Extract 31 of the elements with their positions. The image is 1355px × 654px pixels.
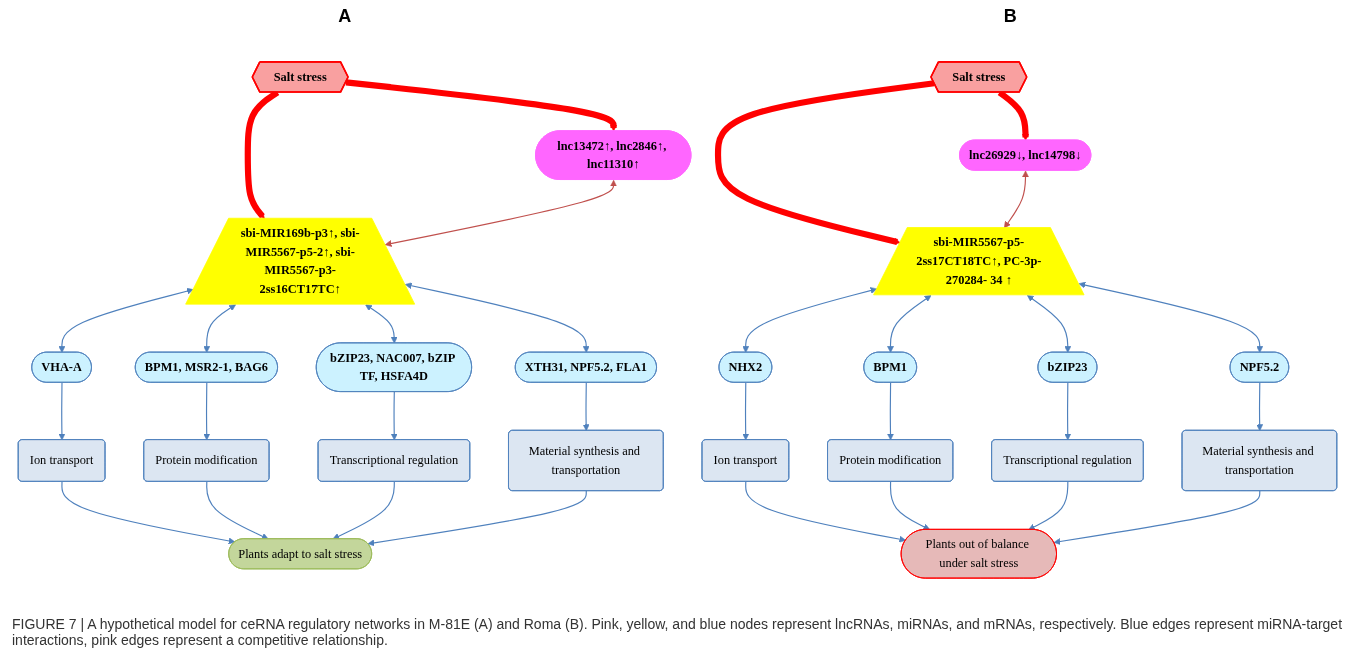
figure-caption: FIGURE 7 | A hypothetical model for ceRNA regulatory networks in M-81E (A) and Roma (B). Pink, yellow, and blue nodes represent lncRNAs, miRNAs, and mRNAs, respectively. Blue edges represent miRNA-target interactions, pink edges represent a competitive relationship. bbox=[12, 615, 1343, 648]
arrow bbox=[61, 481, 236, 545]
arrow bbox=[889, 481, 931, 531]
arrow bbox=[887, 382, 894, 441]
arrow bbox=[887, 295, 932, 353]
arrow bbox=[742, 382, 750, 441]
arrow bbox=[1028, 481, 1069, 531]
arrow bbox=[345, 79, 617, 132]
arrow bbox=[405, 282, 590, 353]
arrow bbox=[203, 382, 211, 441]
arrow bbox=[1078, 281, 1264, 353]
arrow bbox=[714, 80, 935, 245]
arrow bbox=[1053, 490, 1261, 545]
arrow bbox=[390, 391, 398, 441]
arrow bbox=[582, 382, 590, 431]
arrow bbox=[1064, 382, 1072, 441]
panel-label: B bbox=[1003, 6, 1017, 28]
arrow bbox=[1256, 382, 1264, 431]
arrow bbox=[1003, 170, 1029, 229]
arrow bbox=[332, 481, 395, 540]
arrow bbox=[384, 179, 617, 247]
panel-label: A bbox=[338, 6, 352, 28]
arrow bbox=[367, 490, 587, 547]
arrow bbox=[365, 304, 398, 344]
arrow bbox=[58, 382, 66, 441]
arrow bbox=[206, 481, 269, 540]
arrow bbox=[1027, 295, 1072, 353]
arrow bbox=[745, 481, 907, 543]
arrow bbox=[742, 287, 878, 353]
arrow bbox=[58, 287, 194, 353]
arrow bbox=[203, 304, 236, 353]
